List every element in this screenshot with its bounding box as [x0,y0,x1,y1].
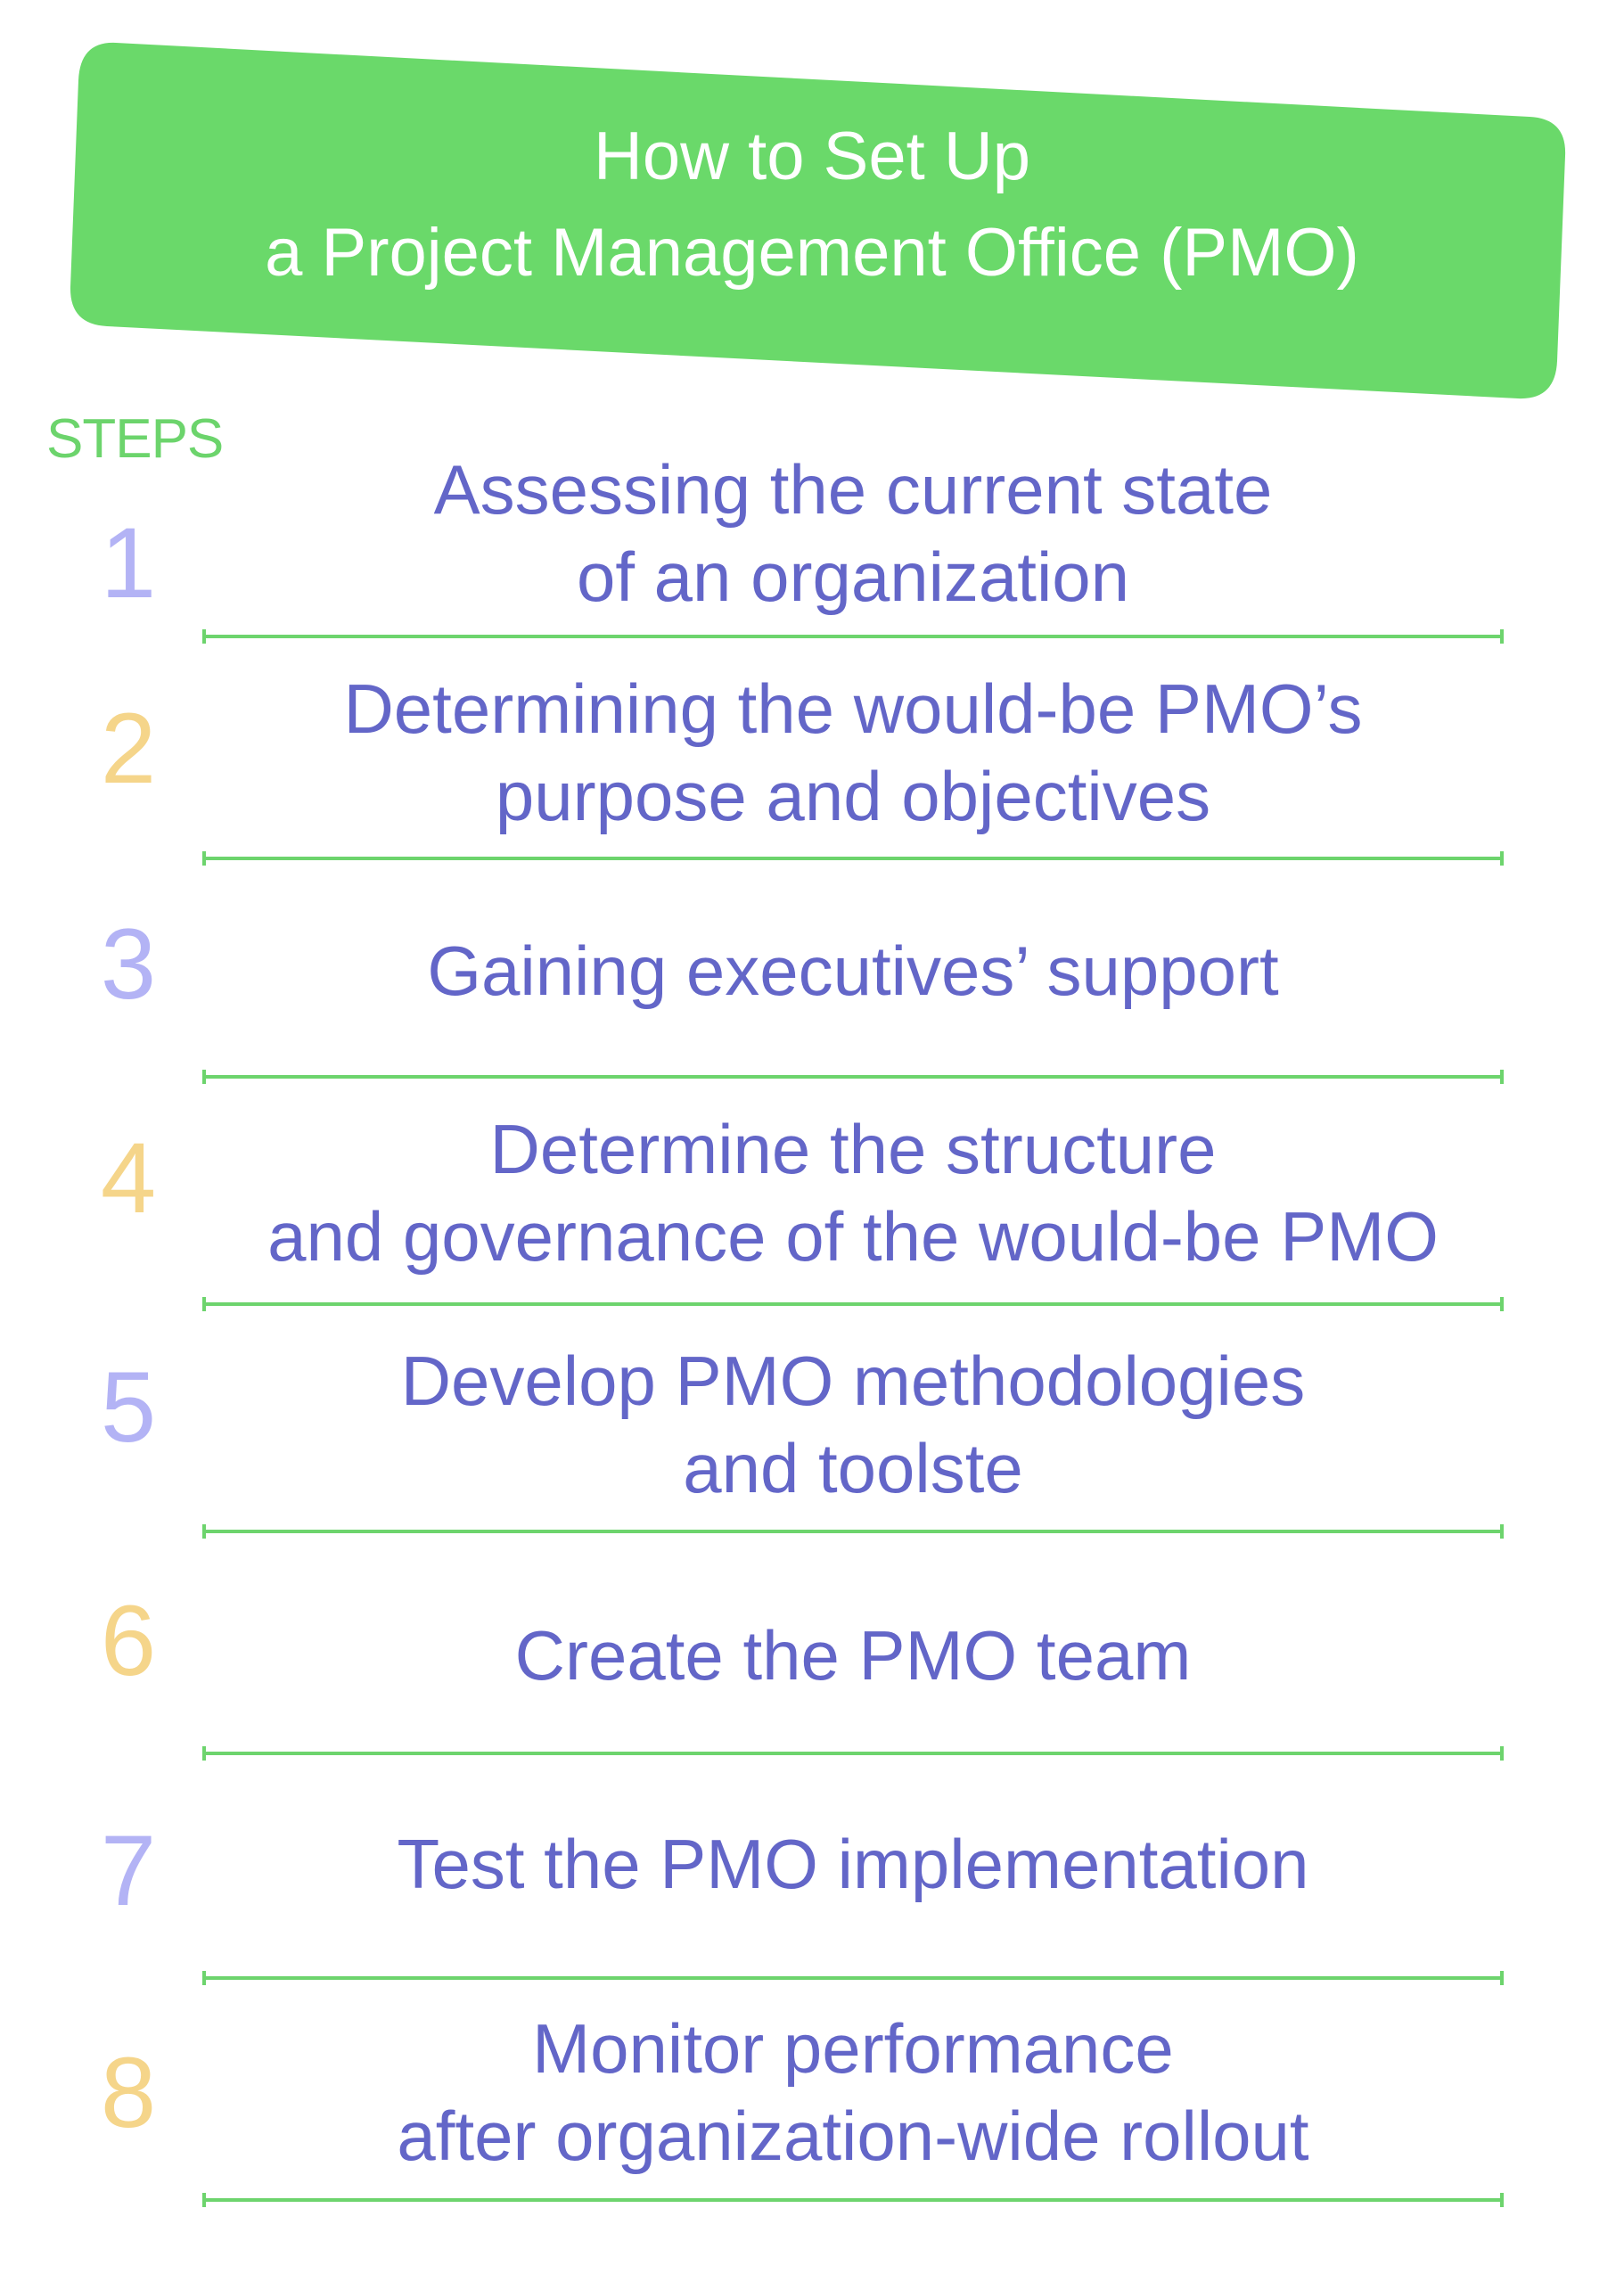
step-text-5: Develop PMO methodologies and toolste [178,1337,1528,1512]
step-text-1: Assessing the current state of an organi… [178,446,1528,620]
divider [202,1971,1504,1985]
step-number-2: 2 [100,693,157,804]
step-text-line: Assessing the current state [433,450,1273,529]
divider [202,1746,1504,1761]
step-text-3: Gaining executives’ support [178,927,1528,1014]
step-number-1: 1 [100,507,157,619]
divider [202,1524,1504,1539]
step-text-line: Develop PMO methodologies [400,1342,1306,1420]
step-text-2: Determining the would-be PMO’s purpose a… [178,665,1528,840]
steps-label: STEPS [46,408,224,470]
step-text-line: and governance of the would-be PMO [267,1197,1439,1276]
step-text-line: Test the PMO implementation [397,1825,1309,1903]
step-text-4: Determine the structure and governance o… [178,1105,1528,1280]
step-number-5: 5 [100,1351,157,1463]
step-text-line: Gaining executives’ support [427,932,1279,1010]
title-line-2: a Project Management Office (PMO) [265,215,1359,291]
step-number-4: 4 [100,1122,157,1234]
step-number-3: 3 [100,908,157,1020]
step-number-6: 6 [100,1585,157,1696]
step-text-line: Monitor performance [532,2009,1174,2088]
step-text-line: purpose and objectives [495,757,1211,835]
divider [202,851,1504,866]
step-text-line: Determine the structure [489,1110,1217,1188]
step-text-line: of an organization [576,538,1130,616]
divider [202,1070,1504,1084]
step-text-7: Test the PMO implementation [178,1820,1528,1908]
step-text-8: Monitor performance after organization-w… [178,2005,1528,2179]
title-banner [70,42,1566,399]
title-line-1: How to Set Up [594,119,1030,194]
step-number-8: 8 [100,2037,157,2148]
step-text-line: Determining the would-be PMO’s [343,669,1363,748]
step-number-7: 7 [100,1815,157,1926]
divider [202,2193,1504,2207]
step-text-line: and toolste [683,1429,1023,1507]
step-text-line: after organization-wide rollout [397,2097,1309,2175]
divider [202,629,1504,644]
step-text-line: Create the PMO team [514,1616,1192,1695]
step-text-6: Create the PMO team [178,1612,1528,1699]
divider [202,1297,1504,1311]
